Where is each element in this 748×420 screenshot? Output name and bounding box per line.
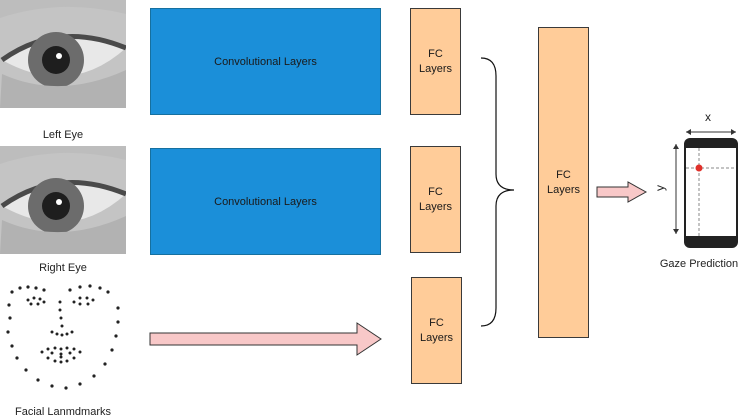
conv-layers-left-eye: Convolutional Layers (150, 8, 381, 115)
phone-icon (652, 110, 748, 260)
fc-label-line2: Layers (418, 62, 453, 75)
facial-landmarks-image (6, 284, 120, 390)
merge-brace (480, 57, 515, 327)
output-arrow (596, 181, 648, 203)
fc-layers-right-eye: FC Layers (410, 146, 461, 253)
fc-label-line2: Layers (419, 331, 454, 344)
x-axis-label: x (705, 110, 711, 124)
y-axis-label: y (653, 185, 667, 191)
fc-layers-left-eye: FC Layers (410, 8, 461, 115)
fc-label-line1: FC (556, 168, 571, 181)
left-eye-caption: Left Eye (42, 129, 84, 141)
fc-layers-landmarks: FC Layers (411, 277, 462, 384)
fc-label-line2: Layers (418, 200, 453, 213)
left-eye-image (0, 0, 126, 108)
facial-landmarks-caption: Facial Lanmdmarks (15, 406, 111, 418)
gaze-prediction-caption: Gaze Prediction (659, 258, 739, 270)
fc-label-line2: Layers (546, 183, 581, 196)
conv-layers-right-eye: Convolutional Layers (150, 148, 381, 255)
right-eye-image (0, 146, 126, 254)
right-eye-caption: Right Eye (39, 262, 87, 274)
conv-layers-label: Convolutional Layers (214, 55, 317, 68)
gaze-prediction-figure: x y (652, 110, 748, 260)
gaze-point (695, 164, 703, 172)
conv-layers-label: Convolutional Layers (214, 195, 317, 208)
fc-label-line1: FC (429, 316, 444, 329)
fc-label-line1: FC (428, 47, 443, 60)
fc-label-line1: FC (428, 185, 443, 198)
landmarks-arrow (149, 322, 382, 356)
fc-layers-final: FC Layers (538, 27, 589, 338)
